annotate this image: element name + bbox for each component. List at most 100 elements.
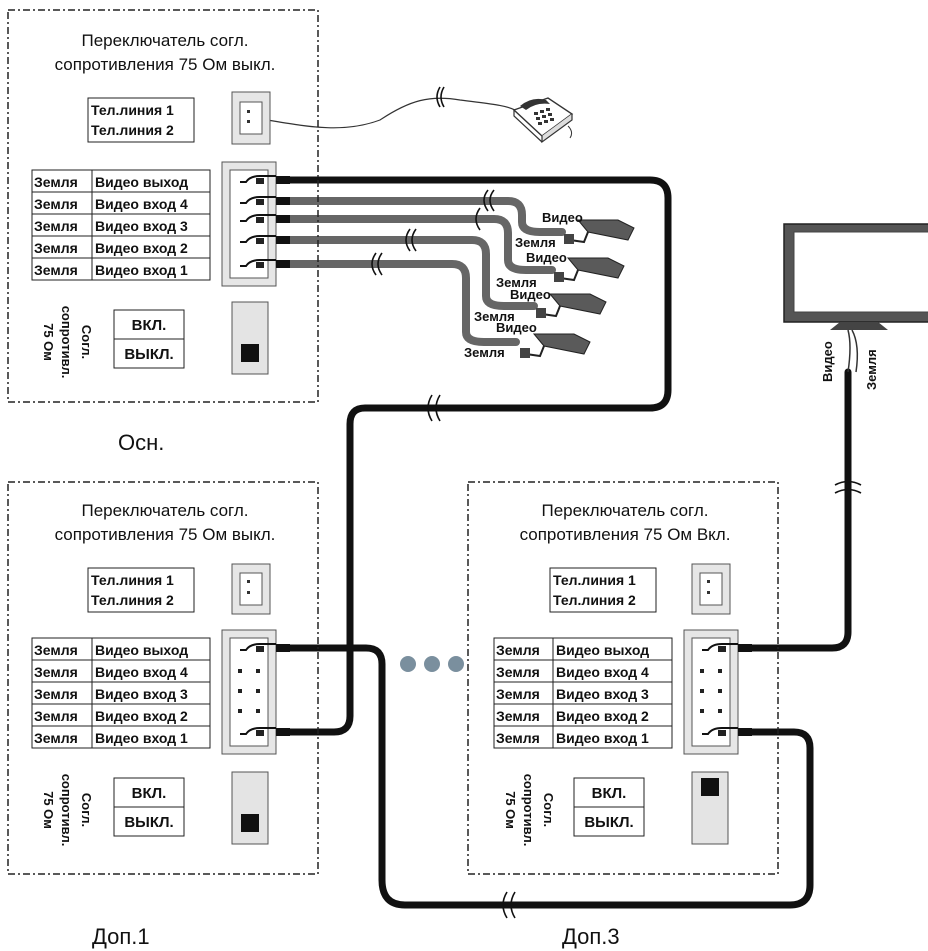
unit-ext1: Переключатель согл. сопротивления 75 Ом … <box>7 481 319 949</box>
off-label: ВЫКЛ. <box>124 814 173 831</box>
signal-label: Видео вход 1 <box>95 730 188 746</box>
break-mark <box>436 86 445 108</box>
ground-label: Земля <box>34 708 78 724</box>
switch-title-line-1: Переключатель согл. <box>541 501 708 520</box>
ground-label: Земля <box>496 642 540 658</box>
ground-label: Земля <box>496 686 540 702</box>
camera-icon <box>564 219 635 244</box>
termination-label-line-2: сопротивл. <box>59 306 74 379</box>
off-label: ВЫКЛ. <box>124 346 173 363</box>
ground-label: Земля <box>34 218 78 234</box>
cable-camera-1 <box>286 260 520 346</box>
off-label: ВЫКЛ. <box>584 814 633 831</box>
unit-caption: Доп.1 <box>92 924 150 949</box>
camera-icon <box>554 257 625 282</box>
camera-4: Видео Земля <box>515 210 635 250</box>
camera-2: Видео Земля <box>474 287 607 324</box>
signal-label: Видео вход 4 <box>95 664 188 680</box>
camera-1: Видео Земля <box>464 320 591 360</box>
camera-icon <box>536 293 607 318</box>
break-mark <box>371 252 383 276</box>
camera-ground-label: Земля <box>474 309 515 324</box>
break-mark <box>427 394 441 422</box>
camera-ground-label: Земля <box>496 275 537 290</box>
termination-switch <box>691 771 729 845</box>
unit-border <box>7 9 319 403</box>
camera-3: Видео Земля <box>496 250 625 290</box>
termination-label-line-3: 75 Ом <box>41 791 56 829</box>
phone-line-2-label: Тел.линия 2 <box>91 122 174 138</box>
on-label: ВКЛ. <box>592 785 627 802</box>
termination-label-line-2: сопротивл. <box>59 774 74 847</box>
signal-label: Видео вход 1 <box>556 730 649 746</box>
signal-label: Видео вход 2 <box>556 708 649 724</box>
terminal-table: Земля Видео выход Земля Видео вход 4 Зем… <box>31 637 211 749</box>
phone-line-2-label: Тел.линия 2 <box>553 592 636 608</box>
ground-label: Земля <box>34 642 78 658</box>
cables <box>254 97 852 909</box>
termination-label-line-1: Согл. <box>541 793 556 827</box>
phone-line-2-label: Тел.линия 2 <box>91 592 174 608</box>
ground-label: Земля <box>34 730 78 746</box>
break-mark <box>475 207 481 231</box>
break-mark <box>502 891 516 919</box>
break-mark <box>483 189 495 212</box>
switch-title-line-1: Переключатель согл. <box>81 31 248 50</box>
signal-label: Видео вход 4 <box>556 664 649 680</box>
on-label: ВКЛ. <box>132 317 167 334</box>
termination-switch <box>231 771 269 845</box>
signal-label: Видео выход <box>95 174 188 190</box>
termination-label-line-2: сопротивл. <box>521 774 536 847</box>
signal-label: Видео вход 3 <box>95 686 188 702</box>
ground-label: Земля <box>496 664 540 680</box>
terminal-connector <box>683 629 752 755</box>
phone-line-1-label: Тел.линия 1 <box>553 572 636 588</box>
termination-switch <box>231 301 269 375</box>
break-mark <box>834 480 862 494</box>
termination-label-line-1: Согл. <box>79 325 94 359</box>
phone-line-box <box>549 567 657 613</box>
ground-label: Земля <box>34 664 78 680</box>
camera-video-label: Видео <box>542 210 583 225</box>
camera-video-label: Видео <box>510 287 551 302</box>
phone-line-1-label: Тел.линия 1 <box>91 102 174 118</box>
cable-ext1-out <box>286 644 814 909</box>
switch-title-line-1: Переключатель согл. <box>81 501 248 520</box>
signal-label: Видео вход 1 <box>95 262 188 278</box>
unit-border <box>7 481 319 875</box>
cable-breaks <box>371 86 862 919</box>
signal-label: Видео вход 4 <box>95 196 188 212</box>
camera-icon <box>520 333 591 358</box>
phone-line-box <box>87 567 195 613</box>
ground-label: Земля <box>34 262 78 278</box>
cable-camera-2 <box>286 236 538 310</box>
unit-caption: Доп.3 <box>562 924 620 949</box>
termination-label-line-1: Согл. <box>79 793 94 827</box>
terminal-table: Земля Видео выход Земля Видео вход 4 Зем… <box>493 637 673 749</box>
unit-main: Переключатель согл. сопротивления 75 Ом … <box>7 9 319 455</box>
unit-ext3: Переключатель согл. сопротивления 75 Ом … <box>467 481 779 949</box>
break-mark <box>405 228 417 252</box>
phone-connector <box>231 91 271 145</box>
signal-label: Видео выход <box>95 642 188 658</box>
switch-title-line-2: сопротивления 75 Ом выкл. <box>55 525 276 544</box>
phone-line-box <box>87 97 195 143</box>
telephone-icon <box>512 97 574 144</box>
ground-label: Земля <box>496 730 540 746</box>
ground-label: Земля <box>34 174 78 190</box>
phone-connector <box>231 563 271 615</box>
unit-caption: Осн. <box>118 430 164 455</box>
camera-ground-label: Земля <box>464 345 505 360</box>
on-label: ВКЛ. <box>132 785 167 802</box>
camera-ground-label: Земля <box>515 235 556 250</box>
ground-label: Земля <box>34 240 78 256</box>
monitor-ground-label: Земля <box>864 349 879 390</box>
signal-label: Видео вход 2 <box>95 240 188 256</box>
terminal-connector <box>221 629 290 755</box>
cable-ext3-out-to-monitor <box>748 368 852 652</box>
cable-phone <box>254 97 516 129</box>
phone-connector <box>691 563 731 615</box>
terminal-table: Земля Видео выход Земля Видео вход 4 Зем… <box>31 169 211 281</box>
ellipsis-dots <box>400 656 464 672</box>
